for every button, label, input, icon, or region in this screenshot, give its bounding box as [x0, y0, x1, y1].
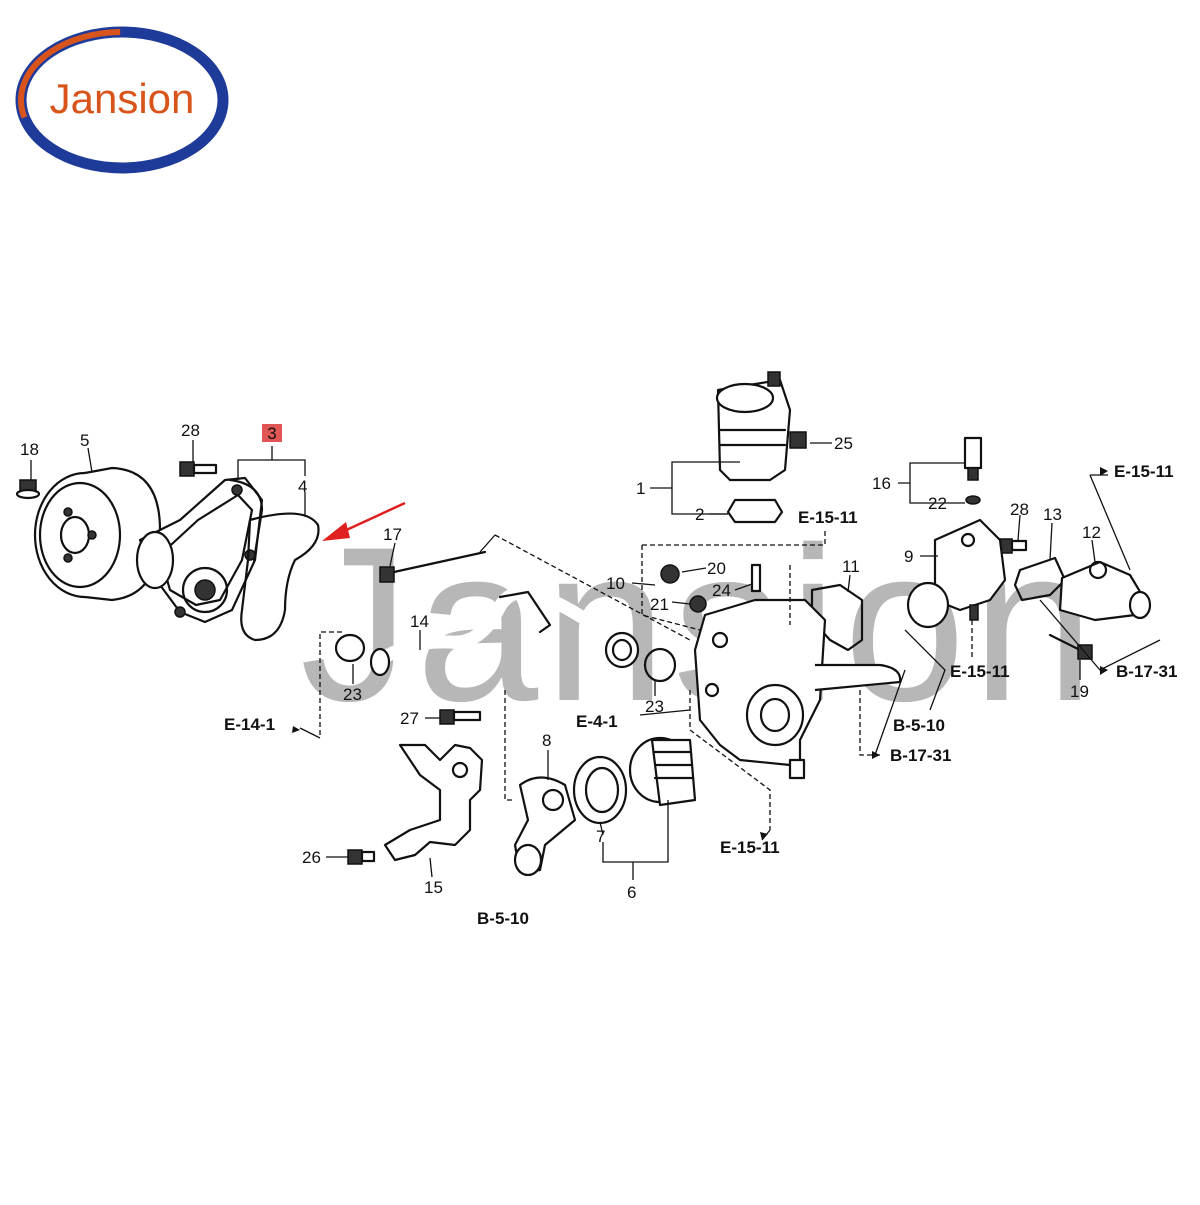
section-references: E-15-11 E-15-11 E-15-11 E-15-11 E-14-1 E…	[224, 462, 1177, 928]
part-water-pump	[135, 476, 264, 624]
callout-20: 20	[707, 559, 726, 578]
part-gasket	[240, 512, 320, 642]
callout-27: 27	[400, 709, 419, 728]
ref-e-14-1: E-14-1	[224, 715, 275, 734]
logo-text: Jansion	[50, 75, 195, 122]
highlight-label: 3	[267, 424, 276, 443]
callout-26: 26	[302, 848, 321, 867]
ref-b-5-10-right: B-5-10	[893, 716, 945, 735]
callout-6: 6	[627, 883, 636, 902]
callout-19: 19	[1070, 682, 1089, 701]
callout-16: 16	[872, 474, 891, 493]
callout-24: 24	[712, 581, 731, 600]
ref-e-15-11-right: E-15-11	[950, 662, 1010, 681]
part-o-ring-middle	[643, 647, 677, 683]
callout-11: 11	[842, 557, 860, 576]
part-water-outlet	[693, 598, 902, 780]
part-egr-valve	[715, 371, 792, 482]
part-egr-gasket	[726, 498, 784, 524]
part-small-fittings	[660, 563, 762, 613]
callout-17: 17	[383, 525, 402, 544]
callout-25: 25	[834, 434, 853, 453]
part-bolt-18	[15, 466, 41, 500]
callout-5: 5	[80, 431, 89, 450]
highlight-marker: 3	[262, 424, 282, 443]
part-water-pipe	[369, 585, 640, 677]
callout-23-left: 23	[343, 685, 362, 704]
callout-28-right: 28	[1010, 500, 1029, 519]
ref-b-17-31-lower: B-17-31	[890, 746, 951, 765]
callout-28-left: 28	[181, 421, 200, 440]
part-temp-sensor	[963, 436, 983, 505]
callout-numbers: 1 2 4 5 6 7 8 9 10 11 12 13 14 15 16 17 …	[20, 421, 1101, 902]
callout-4: 4	[298, 477, 307, 496]
callout-14: 14	[410, 612, 429, 631]
ref-e-4-1: E-4-1	[576, 712, 618, 731]
callout-7: 7	[596, 827, 605, 846]
part-thermostat-housing	[513, 776, 577, 877]
part-o-ring-left	[334, 633, 366, 663]
part-bolt-27	[439, 709, 482, 725]
ref-e-15-11-upper: E-15-11	[798, 508, 858, 527]
part-bolt-26	[347, 849, 376, 865]
callout-13: 13	[1043, 505, 1062, 524]
part-fitting-12	[1058, 560, 1152, 622]
part-water-flange	[906, 518, 1007, 629]
part-bolt-17	[379, 550, 487, 583]
ref-e-15-11-top-right: E-15-11	[1114, 462, 1174, 481]
callout-22: 22	[928, 494, 947, 513]
callout-15: 15	[424, 878, 443, 897]
callout-9: 9	[904, 547, 913, 566]
part-thermostat-seal	[572, 755, 628, 825]
ref-e-15-11-bottom: E-15-11	[720, 838, 780, 857]
callout-10: 10	[606, 574, 625, 593]
leader-lines	[30, 440, 1096, 880]
reference-arrowheads	[292, 467, 1108, 840]
red-arrow-icon	[322, 501, 406, 541]
part-bracket	[383, 743, 484, 862]
ref-b-17-31-right: B-17-31	[1116, 662, 1177, 681]
part-thermostat	[628, 736, 697, 807]
callout-8: 8	[542, 731, 551, 750]
callout-12: 12	[1082, 523, 1101, 542]
callout-21: 21	[650, 595, 669, 614]
part-nut-25	[789, 431, 807, 449]
callout-18: 18	[20, 440, 39, 459]
callout-23-middle: 23	[645, 697, 664, 716]
part-pulley	[33, 466, 162, 602]
part-gasket-13	[1013, 556, 1067, 602]
callout-2: 2	[695, 505, 704, 524]
part-bolt-28-left	[179, 461, 218, 477]
ref-b-5-10-bottom: B-5-10	[477, 909, 529, 928]
callout-1: 1	[636, 479, 645, 498]
brand-logo: Jansion	[15, 26, 229, 174]
